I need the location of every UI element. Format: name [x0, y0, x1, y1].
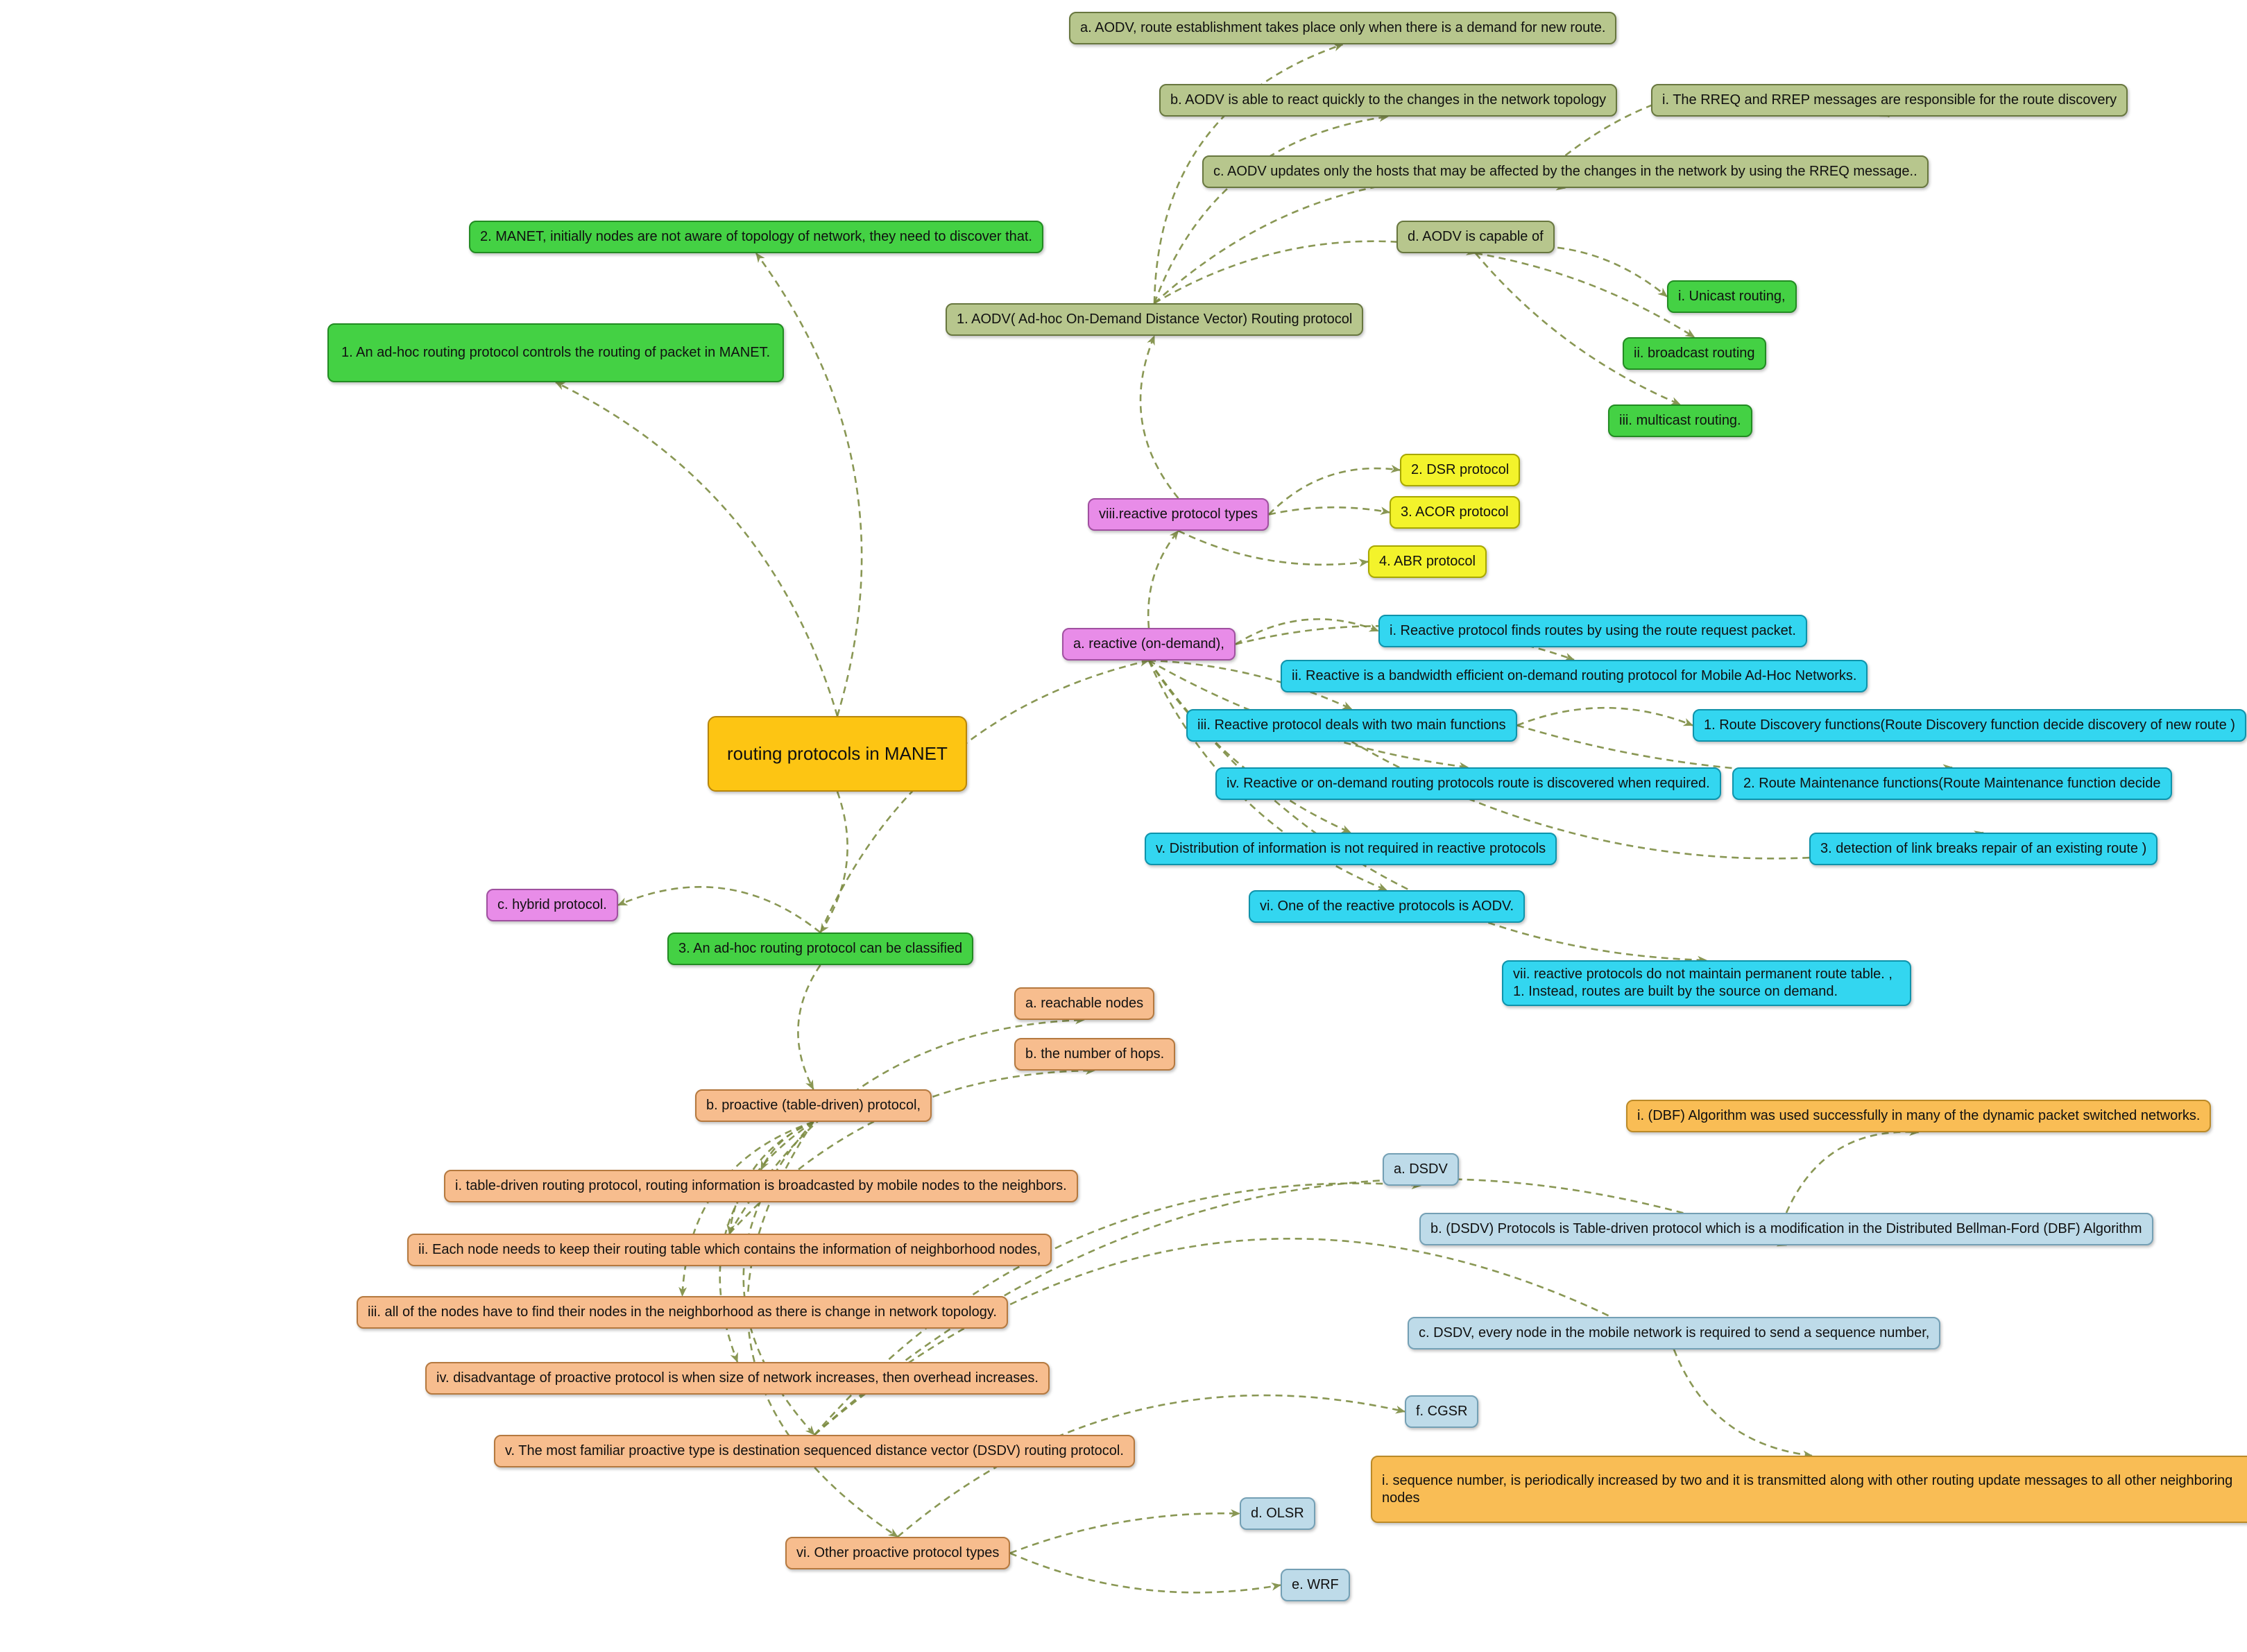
node-reactive-types[interactable]: viii.reactive protocol types — [1088, 498, 1269, 531]
node-reactive-aodv[interactable]: vi. One of the reactive protocols is AOD… — [1249, 890, 1526, 923]
edge-dsdv-sequence--sequence-number — [1673, 1349, 1813, 1459]
node-proactive[interactable]: b. proactive (table-driven) protocol, — [695, 1089, 932, 1122]
edge-adhoc-classified--reactive — [819, 658, 1150, 933]
edge-adhoc-classified--proactive — [797, 964, 821, 1090]
node-wrf[interactable]: e. WRF — [1281, 1569, 1350, 1601]
edge-adhoc-classified--hybrid — [617, 886, 821, 934]
node-reactive-bandwidth[interactable]: ii. Reactive is a bandwidth efficient on… — [1281, 660, 1868, 692]
node-aodv-protocol[interactable]: 1. AODV( Ad-hoc On-Demand Distance Vecto… — [946, 303, 1364, 336]
node-reactive[interactable]: a. reactive (on-demand), — [1062, 628, 1236, 661]
node-route-discovery-fn[interactable]: 1. Route Discovery functions(Route Disco… — [1693, 709, 2246, 742]
node-multicast[interactable]: iii. multicast routing. — [1608, 405, 1752, 437]
node-reactive-discovered[interactable]: iv. Reactive or on-demand routing protoc… — [1215, 767, 1721, 800]
edge-reactive-types--dsr — [1268, 464, 1401, 516]
node-manet-topology[interactable]: 2. MANET, initially nodes are not aware … — [469, 221, 1043, 253]
node-aodv-capable[interactable]: d. AODV is capable of — [1396, 221, 1555, 253]
edge-aodv-capable--multicast — [1475, 253, 1681, 406]
node-dsdv-familiar[interactable]: v. The most familiar proactive type is d… — [494, 1435, 1135, 1467]
edge-reactive-types--aodv-protocol — [1139, 335, 1179, 499]
node-dsdv[interactable]: a. DSDV — [1383, 1153, 1459, 1186]
node-hops[interactable]: b. the number of hops. — [1014, 1038, 1176, 1071]
node-routing-protocols[interactable]: routing protocols in MANET — [708, 716, 967, 792]
node-acor[interactable]: 3. ACOR protocol — [1390, 496, 1520, 529]
edge-reactive-types--abr — [1177, 529, 1369, 568]
edge-aodv-updates--rreq-rrep — [1564, 84, 1890, 157]
edge-other-proactive--wrf — [1009, 1552, 1281, 1594]
node-route-maintenance-fn[interactable]: 2. Route Maintenance functions(Route Mai… — [1732, 767, 2172, 800]
node-dsdv-bellman[interactable]: b. (DSDV) Protocols is Table-driven prot… — [1419, 1213, 2153, 1245]
edge-dsdv-familiar--dsdv-sequence — [814, 1238, 1675, 1436]
edge-proactive--find-nodes — [678, 1121, 814, 1297]
edge-proactive--keep-table — [726, 1121, 814, 1234]
edge-reactive-two-functions--route-discovery-fn — [1516, 706, 1693, 726]
node-adhoc-controls[interactable]: 1. An ad-hoc routing protocol controls t… — [327, 323, 785, 382]
node-link-breaks[interactable]: 3. detection of link breaks repair of an… — [1809, 833, 2158, 865]
edge-proactive--other-proactive — [746, 1121, 898, 1538]
node-reactive-no-table[interactable]: vii. reactive protocols do not maintain … — [1502, 960, 1911, 1006]
edge-dsdv-familiar--dsdv-bellman — [814, 1178, 1787, 1436]
edge-proactive--disadvantage — [719, 1121, 814, 1363]
node-adhoc-classified[interactable]: 3. An ad-hoc routing protocol can be cla… — [667, 933, 974, 965]
edge-aodv-capable--broadcast — [1475, 252, 1695, 339]
node-reactive-two-functions[interactable]: iii. Reactive protocol deals with two ma… — [1186, 709, 1517, 742]
node-disadvantage[interactable]: iv. disadvantage of proactive protocol i… — [425, 1362, 1050, 1395]
node-dbf-algorithm[interactable]: i. (DBF) Algorithm was used successfully… — [1626, 1100, 2212, 1132]
node-rreq-rrep[interactable]: i. The RREQ and RREP messages are respon… — [1651, 84, 2128, 117]
node-olsr[interactable]: d. OLSR — [1240, 1497, 1315, 1530]
node-find-nodes[interactable]: iii. all of the nodes have to find their… — [357, 1296, 1008, 1329]
node-cgsr[interactable]: f. CGSR — [1405, 1395, 1479, 1428]
edge-reactive-types--acor — [1268, 506, 1390, 516]
node-table-driven-info[interactable]: i. table-driven routing protocol, routin… — [444, 1170, 1078, 1202]
node-broadcast[interactable]: ii. broadcast routing — [1623, 337, 1766, 370]
node-aodv-route-est[interactable]: a. AODV, route establishment takes place… — [1069, 12, 1617, 44]
node-dsdv-sequence[interactable]: c. DSDV, every node in the mobile networ… — [1408, 1317, 1941, 1349]
edge-aodv-protocol--aodv-route-est — [1153, 43, 1344, 304]
node-reachable[interactable]: a. reachable nodes — [1014, 987, 1155, 1020]
edge-aodv-capable--unicast — [1475, 245, 1668, 298]
edge-routing-protocols--adhoc-controls — [555, 381, 839, 717]
node-reactive-distribution[interactable]: v. Distribution of information is not re… — [1145, 833, 1557, 865]
edge-other-proactive--olsr — [1009, 1509, 1240, 1554]
edge-routing-protocols--adhoc-classified — [819, 791, 848, 933]
edge-reactive--reactive-types — [1147, 530, 1179, 629]
edge-aodv-protocol--aodv-react — [1153, 113, 1389, 304]
node-reactive-finds[interactable]: i. Reactive protocol finds routes by usi… — [1378, 615, 1807, 647]
node-sequence-number[interactable]: i. sequence number, is periodically incr… — [1371, 1456, 2247, 1523]
node-keep-table[interactable]: ii. Each node needs to keep their routin… — [407, 1234, 1052, 1266]
edge-other-proactive--cgsr — [897, 1394, 1406, 1538]
edge-dsdv-bellman--dbf-algorithm — [1785, 1127, 1920, 1214]
edge-routing-protocols--manet-topology — [755, 253, 863, 717]
edge-reactive--reactive-finds — [1235, 618, 1379, 645]
node-aodv-updates[interactable]: c. AODV updates only the hosts that may … — [1202, 155, 1929, 188]
node-unicast[interactable]: i. Unicast routing, — [1667, 280, 1797, 313]
edge-reactive--reactive-two-functions — [1148, 659, 1353, 710]
node-aodv-react[interactable]: b. AODV is able to react quickly to the … — [1159, 84, 1618, 117]
node-dsr[interactable]: 2. DSR protocol — [1400, 454, 1521, 486]
node-abr[interactable]: 4. ABR protocol — [1368, 545, 1487, 578]
node-other-proactive[interactable]: vi. Other proactive protocol types — [785, 1537, 1011, 1569]
edge-proactive--table-driven-info — [760, 1121, 814, 1170]
edge-reactive-two-functions--route-maintenance-fn — [1516, 724, 1953, 774]
node-hybrid[interactable]: c. hybrid protocol. — [486, 889, 618, 921]
